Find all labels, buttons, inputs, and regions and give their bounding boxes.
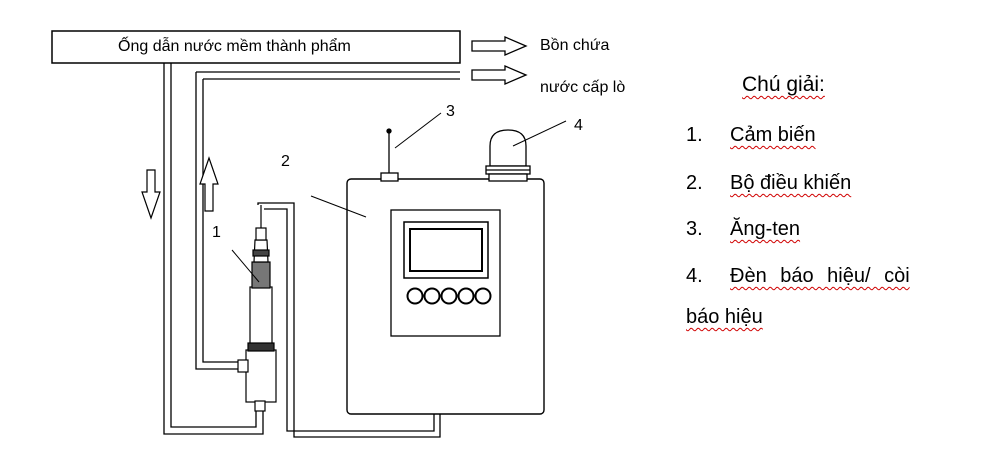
legend-item-4-num: 4.: [686, 265, 703, 287]
legend-item-2: 2. Bộ điều khiến: [686, 173, 851, 193]
legend-title: Chú giải:: [742, 74, 825, 95]
antenna: [380, 128, 399, 182]
arrow-up: [199, 156, 219, 212]
legend-item-1-num: 1.: [686, 124, 703, 146]
return-pipe-outer: [195, 72, 238, 370]
legend-item-1-text: Cảm biến: [730, 124, 816, 146]
destination-line-1: Bồn chứa: [540, 37, 610, 54]
controller-screen: [409, 228, 483, 272]
callout-1: 1: [212, 224, 221, 241]
return-pipe-inner: [202, 79, 238, 363]
leader-4: [512, 120, 567, 147]
legend-title-text: Chú giải:: [742, 73, 825, 96]
beacon: [485, 129, 531, 182]
legend-item-4-continued: báo hiệu: [686, 307, 763, 327]
legend-item-2-num: 2.: [686, 172, 703, 194]
legend-item-2-text: Bộ điều khiến: [730, 172, 852, 194]
callout-3: 3: [446, 103, 455, 120]
arrow-right-2: [471, 65, 528, 85]
leader-3: [394, 112, 442, 149]
arrow-down: [141, 169, 161, 220]
legend-item-4-cont-text: báo hiệu: [686, 306, 763, 328]
sample-pipe-inner: [170, 63, 257, 428]
legend-item-1: 1. Cảm biến: [686, 125, 816, 145]
legend-item-3-num: 3.: [686, 218, 703, 240]
pipe-title: Ống dẫn nước mềm thành phẩm: [118, 38, 351, 55]
leader-1: [231, 249, 260, 283]
destination-line-2: nước cấp lò: [540, 79, 626, 96]
controller-buttons: [406, 287, 492, 305]
leader-2: [310, 195, 367, 218]
legend-item-3-text: Ăng-ten: [730, 218, 801, 240]
callout-4: 4: [574, 117, 583, 134]
arrow-right-1: [471, 36, 528, 56]
callout-2: 2: [281, 153, 290, 170]
cable-inner: [264, 208, 435, 432]
sensor: [237, 205, 277, 412]
cable-outer: [257, 202, 441, 438]
legend-item-3: 3. Ăng-ten: [686, 219, 800, 239]
legend-item-4-text: Đèn báo hiệu/ còi: [730, 265, 910, 287]
pipe-header-box: [51, 30, 461, 64]
sample-pipe-outer: [163, 63, 264, 435]
legend-item-4: 4. Đèn báo hiệu/ còi: [686, 266, 910, 286]
